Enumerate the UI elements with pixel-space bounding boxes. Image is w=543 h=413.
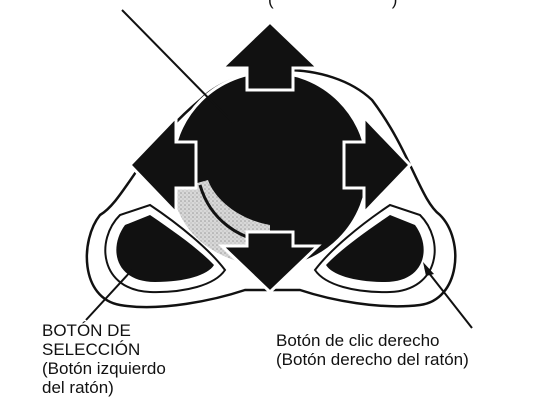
- left-button-label: BOTÓN DE SELECCIÓN (Botón izquierdo del …: [42, 321, 166, 397]
- right-mouse-button[interactable]: [326, 215, 424, 282]
- arrow-up-icon[interactable]: [218, 19, 322, 92]
- top-label-clipped: ( ): [268, 0, 397, 9]
- leader-line-top: [121, 9, 233, 123]
- arrow-down-icon[interactable]: [218, 230, 322, 295]
- arrow-left-icon[interactable]: [127, 113, 198, 217]
- right-lobe-rim: [313, 203, 436, 294]
- left-lobe-rim: [104, 203, 227, 294]
- leader-line-right: [424, 267, 473, 329]
- right-button-label: Botón de clic derecho (Botón derecho del…: [276, 331, 469, 369]
- leader-line-left: [85, 269, 133, 321]
- arrow-right-icon[interactable]: [342, 113, 413, 217]
- leader-arrowhead-right: [423, 262, 434, 276]
- left-mouse-button[interactable]: [116, 215, 214, 282]
